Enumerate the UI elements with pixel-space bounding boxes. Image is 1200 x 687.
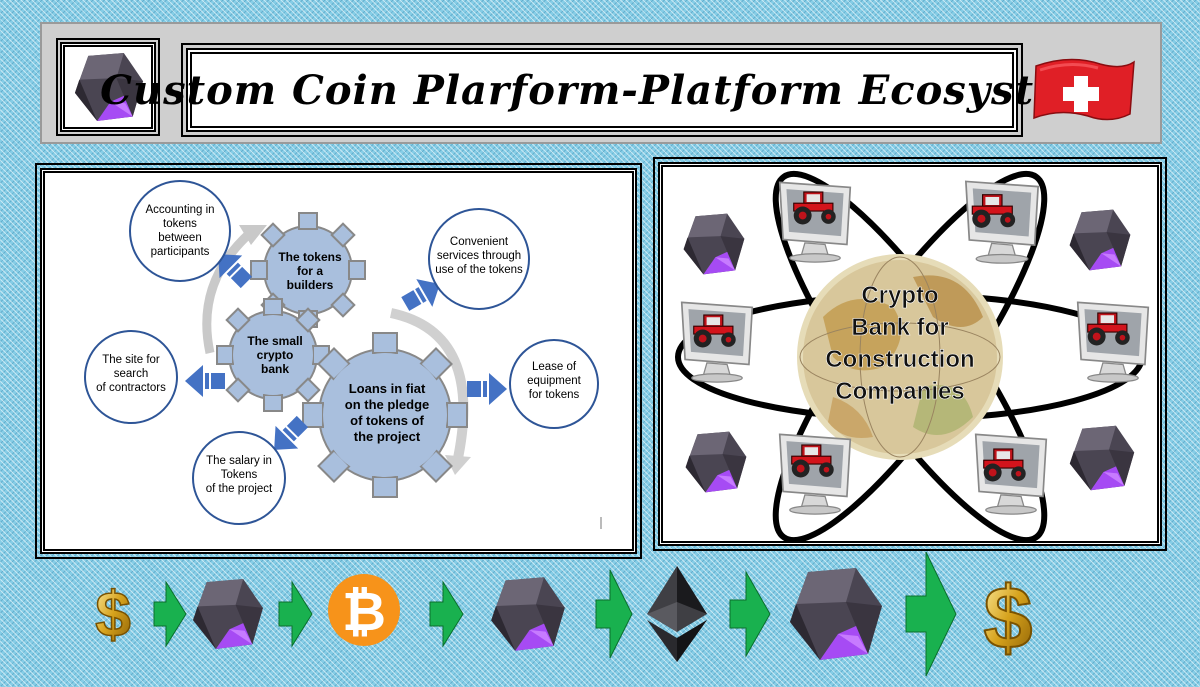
services-line: services through (437, 250, 521, 262)
cycle-arrow (389, 308, 469, 465)
circle-contractors (84, 330, 178, 424)
logo-frame (56, 38, 160, 136)
monitor-tractor-bottom-left (778, 433, 852, 516)
accounting-line: Accounting in (145, 204, 214, 216)
monitor-tractor-mid-left (680, 301, 754, 384)
contractors-line: search (114, 368, 149, 380)
accounting-line: participants (151, 246, 210, 258)
flow-arrow (595, 569, 633, 659)
circle-services (428, 208, 530, 310)
crystal-token-icon (1069, 425, 1135, 491)
salary-line: Tokens (221, 469, 258, 481)
globe-text-line: Crypto (861, 282, 938, 309)
circle-accounting (129, 180, 231, 282)
contractors-line: of contractors (96, 382, 166, 394)
ecosystem-diagram: The tokens for a builders The small cryp… (84, 180, 602, 529)
globe-icon (797, 254, 1003, 460)
gear-loans-line: Loans in fiat (349, 381, 426, 396)
gear-loans (302, 332, 468, 498)
services-line: Convenient (450, 236, 509, 248)
circle-lease (509, 339, 599, 429)
arrow-to-lease (467, 373, 507, 405)
crystal-token-icon (683, 213, 745, 275)
crystal-token-icon (1069, 209, 1131, 271)
dollar-icon: $ (95, 578, 131, 650)
flow-arrow (429, 580, 464, 648)
ethereum-icon (647, 566, 707, 662)
gear-bank-line: crypto (257, 348, 294, 362)
gear-bank-line: bank (261, 362, 289, 376)
lease-line: for tokens (529, 389, 580, 401)
services-line: use of the tokens (435, 264, 523, 276)
circle-salary (192, 431, 286, 525)
crystal-token-icon (685, 431, 747, 493)
contractors-line: The site for (102, 354, 160, 366)
flow-arrow (729, 570, 771, 658)
swiss-flag-icon (1033, 58, 1135, 121)
arrow-to-salary (274, 415, 309, 450)
conversion-flow: $ ₿ $ (94, 552, 1033, 677)
gear-loans-line: of tokens of (350, 413, 424, 428)
crystal-token-icon (790, 568, 882, 660)
flow-arrow (905, 552, 957, 677)
arrow-to-contractors (185, 365, 225, 397)
accounting-line: between (158, 232, 201, 244)
dollar-icon: $ (984, 568, 1033, 667)
globe-text-line: Bank for (851, 314, 948, 341)
gear-loans-line: on the pledge (345, 397, 430, 412)
gear-loans-line: the project (354, 429, 421, 444)
lease-line: equipment (527, 375, 582, 387)
gear-bank-line: The small (247, 334, 302, 348)
svg-text:₿: ₿ (342, 582, 386, 642)
crypto-bank-diagram: Crypto Bank for Construction Companies (675, 170, 1150, 541)
gear-bank (216, 298, 330, 412)
arrow-to-services (401, 279, 440, 311)
gear-builders-line: The tokens (278, 250, 342, 264)
cycle-arrow-head (239, 225, 267, 245)
crypto-bank-panel: Crypto Bank for Construction Companies (653, 157, 1167, 551)
salary-line: The salary in (206, 455, 272, 467)
bitcoin-icon: ₿ (328, 574, 400, 646)
monitor-tractor-bottom-right (974, 433, 1048, 516)
flow-arrow (153, 580, 187, 648)
gear-builders-line: builders (287, 278, 334, 292)
page-title: Custom Coin Plarform-Platform Ecosystem (100, 66, 1104, 114)
globe-text-line: Construction (825, 346, 974, 373)
ecosystem-diagram-panel: The tokens for a builders The small cryp… (35, 163, 642, 559)
globe-text-line: Companies (835, 378, 964, 405)
crystal-token-icon (193, 579, 263, 649)
gear-builders-line: for a (297, 264, 323, 278)
arrow-to-accounting (218, 254, 253, 289)
cycle-arrow (202, 229, 254, 354)
salary-line: of the project (206, 483, 273, 495)
crystal-token-icon (491, 577, 565, 651)
flow-arrow (278, 580, 313, 648)
lease-line: Lease of (532, 361, 577, 373)
monitor-tractor-top-right (964, 180, 1040, 265)
cycle-arrow-head (445, 455, 471, 475)
accounting-line: tokens (163, 218, 197, 230)
title-frame: Custom Coin Plarform-Platform Ecosystem (100, 43, 1103, 137)
